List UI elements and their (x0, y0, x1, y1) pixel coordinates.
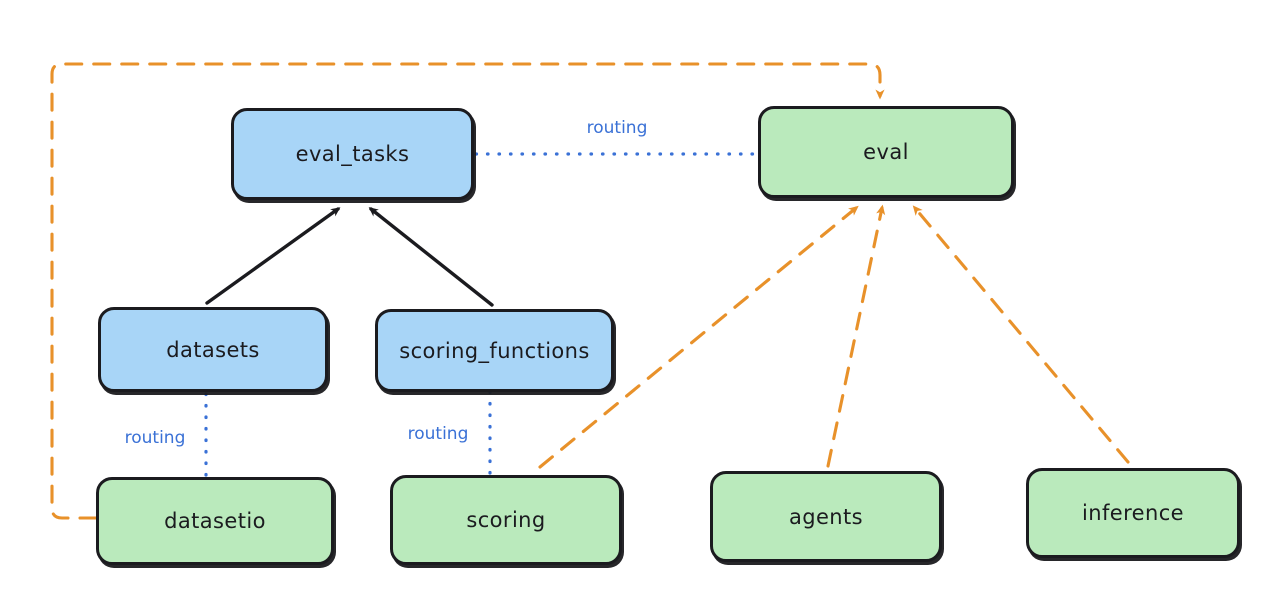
node-label-eval-tasks: eval_tasks (295, 142, 410, 166)
edge-label-routing-eval-tasks-eval: routing (586, 118, 648, 138)
node-scoring-functions[interactable]: scoring_functions (375, 309, 614, 392)
node-datasets[interactable]: datasets (98, 307, 328, 392)
node-eval-tasks[interactable]: eval_tasks (231, 108, 474, 200)
node-label-scoring: scoring (466, 508, 546, 532)
node-label-datasets: datasets (166, 337, 260, 362)
node-label-scoring-functions: scoring_functions (399, 338, 590, 363)
node-agents[interactable]: agents (710, 471, 942, 562)
node-inference[interactable]: inference (1026, 468, 1240, 558)
node-label-datasetio: datasetio (164, 509, 266, 533)
edge-scoring-functions-to-eval-tasks (368, 207, 494, 307)
node-eval[interactable]: eval (758, 106, 1014, 198)
node-datasetio[interactable]: datasetio (96, 477, 334, 565)
edge-label-routing-scoring-functions-scoring: routing (407, 424, 469, 444)
edge-inference-to-eval (912, 205, 1130, 464)
node-scoring[interactable]: scoring (390, 475, 622, 565)
edge-label-routing-datasets-datasetio: routing (124, 428, 186, 448)
edge-agents-to-eval (826, 204, 886, 468)
node-label-agents: agents (788, 504, 863, 529)
node-label-inference: inference (1082, 501, 1184, 525)
node-label-eval: eval (863, 140, 909, 164)
edge-datasets-to-eval-tasks (205, 207, 341, 305)
